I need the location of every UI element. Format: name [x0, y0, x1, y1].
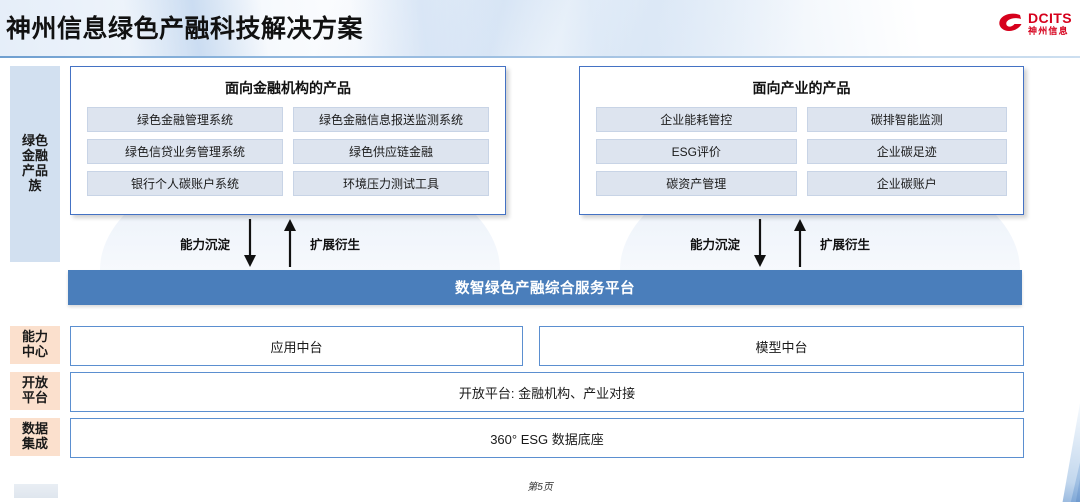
page-footer: 第5页 [0, 478, 1080, 493]
capability-label-app: 应用中台 [270, 339, 323, 355]
logo-en-label: DCITS [1028, 9, 1072, 26]
flow-label-capability-precipitation: 能力沉淀 [180, 237, 231, 252]
page-header: 神州信息绿色产融科技解决方案 DCITS 神州信息 [0, 0, 1080, 58]
panel-industry-chip-grid: 企业能耗管控 碳排智能监测 ESG评价 企业碳足迹 碳资产管理 企业碳账户 [580, 107, 1023, 196]
page-title: 神州信息绿色产融科技解决方案 [6, 15, 364, 43]
flow-label-capability-precipitation: 能力沉淀 [690, 237, 741, 252]
product-chip[interactable]: 环境压力测试工具 [293, 171, 489, 196]
page-number-label: 第5页 [527, 482, 553, 493]
flow-group-left: 能力沉淀 扩展衍生 [180, 216, 440, 270]
product-chip[interactable]: ESG评价 [596, 139, 797, 164]
sidebar-item-green-finance-products[interactable]: 绿色 金融 产品 族 [10, 66, 60, 262]
arrow-down-icon [754, 219, 767, 267]
sidebar-item-open-platform[interactable]: 开放 平台 [10, 372, 60, 410]
product-chip[interactable]: 企业能耗管控 [596, 107, 797, 132]
logo-cn-label: 神州信息 [1028, 25, 1069, 36]
data-foundation-label: 360° ESG 数据底座 [490, 431, 604, 447]
product-chip[interactable]: 绿色信贷业务管理系统 [87, 139, 283, 164]
product-chip[interactable]: 企业碳足迹 [806, 139, 1007, 164]
product-chip[interactable]: 绿色金融管理系统 [87, 107, 283, 132]
flow-label-expansion-derivation: 扩展衍生 [310, 237, 361, 252]
arrow-up-icon [794, 219, 807, 267]
sidebar-item-capability-center[interactable]: 能力 中心 [10, 326, 60, 364]
diagram-stage: 绿色 金融 产品 族 能力 中心 开放 平台 数据 集成 面向金融机构的产品 绿… [0, 58, 1080, 502]
open-platform-label: 开放平台: 金融机构、产业对接 [458, 385, 636, 401]
product-chip[interactable]: 碳排智能监测 [806, 107, 1007, 132]
sidebar-item-data-integration[interactable]: 数据 集成 [10, 418, 60, 456]
flow-label-expansion-derivation: 扩展衍生 [820, 237, 871, 252]
platform-bar-label: 数智绿色产融综合服务平台 [455, 281, 635, 297]
arrow-down-icon [244, 219, 257, 267]
product-chip[interactable]: 银行个人碳账户系统 [87, 171, 283, 196]
product-chip[interactable]: 企业碳账户 [806, 171, 1007, 196]
company-logo: DCITS 神州信息 [998, 9, 1072, 37]
product-chip[interactable]: 绿色金融信息报送监测系统 [293, 107, 489, 132]
capability-label-model: 模型中台 [755, 339, 808, 355]
open-platform-box[interactable]: 开放平台: 金融机构、产业对接 [70, 372, 1024, 412]
data-foundation-box[interactable]: 360° ESG 数据底座 [70, 418, 1024, 458]
capability-box-model-midplatform[interactable]: 模型中台 [539, 326, 1024, 366]
arrow-up-icon [284, 219, 297, 267]
product-chip[interactable]: 绿色供应链金融 [293, 139, 489, 164]
sidebar-label-data: 数据 集成 [21, 421, 48, 451]
header-divider [0, 56, 1080, 58]
panel-financial-chip-grid: 绿色金融管理系统 绿色金融信息报送监测系统 绿色信贷业务管理系统 绿色供应链金融… [71, 107, 505, 196]
flow-group-right: 能力沉淀 扩展衍生 [690, 216, 950, 270]
sidebar-label-capability: 能力 中心 [21, 329, 48, 359]
capability-box-application-midplatform[interactable]: 应用中台 [70, 326, 523, 366]
sidebar-label-products: 绿色 金融 产品 族 [21, 133, 48, 193]
platform-bar[interactable]: 数智绿色产融综合服务平台 [68, 270, 1022, 305]
swoosh-icon [999, 13, 1022, 31]
corner-gray-block [14, 484, 58, 498]
panel-financial-products: 面向金融机构的产品 绿色金融管理系统 绿色金融信息报送监测系统 绿色信贷业务管理… [70, 66, 506, 215]
sidebar-label-open: 开放 平台 [21, 375, 48, 405]
panel-industry-title: 面向产业的产品 [752, 80, 851, 96]
panel-industry-products: 面向产业的产品 企业能耗管控 碳排智能监测 ESG评价 企业碳足迹 碳资产管理 … [579, 66, 1024, 215]
panel-financial-title: 面向金融机构的产品 [225, 80, 351, 96]
product-chip[interactable]: 碳资产管理 [596, 171, 797, 196]
logo-text: DCITS 神州信息 [1028, 11, 1072, 36]
